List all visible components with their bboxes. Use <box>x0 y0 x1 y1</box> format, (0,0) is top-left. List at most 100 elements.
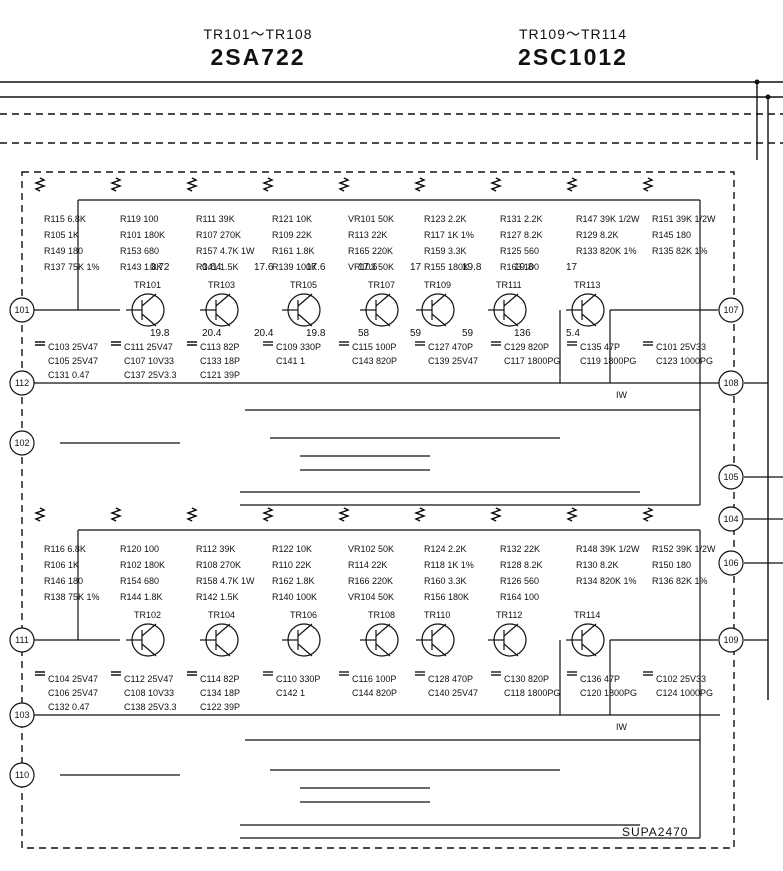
capacitor-label: C142 1 <box>276 688 305 698</box>
resistor <box>34 507 46 522</box>
capacitor-label: C118 1800PG <box>504 688 560 698</box>
transistor-tr108 <box>360 623 399 657</box>
voltage-reading-label: 19.8 <box>462 262 482 273</box>
resistor <box>642 507 654 522</box>
voltage-reading-label: 5.4 <box>566 328 580 339</box>
resistor-label: R108 270K <box>196 560 241 570</box>
capacitor-label: C129 820P <box>504 342 549 352</box>
resistor <box>186 177 198 192</box>
capacitor-label: C105 25V47 <box>48 356 98 366</box>
resistor <box>490 177 502 192</box>
resistor-label: R105 1K <box>44 230 79 240</box>
resistor-label: R118 1K 1% <box>424 560 474 570</box>
pad-label: 105 <box>723 472 738 482</box>
capacitor-label: C135 47P <box>580 342 620 352</box>
resistor-label: R132 22K <box>500 544 540 554</box>
pad-label: 107 <box>723 305 738 315</box>
transistor-tr104 <box>200 623 239 657</box>
resistor-label: R125 560 <box>500 246 539 256</box>
pad-107: 107 <box>718 297 744 323</box>
resistor-label: R153 680 <box>120 246 159 256</box>
resistor-label: R128 8.2K <box>500 560 543 570</box>
capacitor-label: C128 470P <box>428 674 473 684</box>
pad-108: 108 <box>718 370 744 396</box>
resistor-label: R120 100 <box>120 544 159 554</box>
resistor-label: R115 6.8K <box>44 214 86 224</box>
transistor-tr106 <box>282 623 321 657</box>
transistor-label: TR105 <box>290 280 317 290</box>
resistor <box>262 507 274 522</box>
resistor <box>186 507 198 522</box>
resistor <box>566 177 578 192</box>
resistor <box>338 177 350 192</box>
pad-label: 102 <box>14 438 29 448</box>
capacitor-label: C144 820P <box>352 688 397 698</box>
left-transistor-range: TR101～TR108 <box>203 26 313 42</box>
capacitor-label: C117 1800PG <box>504 356 560 366</box>
capacitor-label: C134 18P <box>200 688 240 698</box>
pad-110: 110 <box>9 762 35 788</box>
resistor-label: R166 220K <box>348 576 393 586</box>
transistor-tr107 <box>360 293 399 327</box>
capacitor-label: C133 18P <box>200 356 240 366</box>
capacitor <box>415 671 425 676</box>
pad-103: 103 <box>9 702 35 728</box>
board-wiring <box>0 79 783 849</box>
resistor-label: R165 220K <box>348 246 393 256</box>
resistor-label: R113 22K <box>348 230 387 240</box>
resistor-label: R147 39K 1/2W <box>576 214 640 224</box>
pad-111: 111 <box>9 627 35 653</box>
resistor-label: R161 1.8K <box>272 246 315 256</box>
voltage-reading-label: 19.8 <box>150 328 170 339</box>
resistor-label: R151 39K 1/2W <box>652 214 716 224</box>
capacitor <box>491 671 501 676</box>
resistor <box>414 507 426 522</box>
capacitor-label: C116 100P <box>352 674 396 684</box>
resistor-label: R145 180 <box>652 230 691 240</box>
wattage-note-label: IW <box>616 722 628 732</box>
resistor-label: R116 6.8K <box>44 544 86 554</box>
resistor-label: R137 75K 1% <box>44 262 100 272</box>
capacitor-label: C122 39P <box>200 702 240 712</box>
transistor-tr113 <box>566 293 605 327</box>
resistor-label: R149 180 <box>44 246 83 256</box>
capacitor-label: C139 25V47 <box>428 356 478 366</box>
resistor-label: R119 100 <box>120 214 158 224</box>
resistor-label: R163 100 <box>500 262 539 272</box>
resistor-label: R139 100K <box>272 262 317 272</box>
capacitor <box>35 341 45 346</box>
resistor-label: R152 39K 1/2W <box>652 544 716 554</box>
resistor <box>110 507 122 522</box>
capacitor-label: C127 470P <box>428 342 473 352</box>
resistor-label: R144 1.8K <box>120 592 163 602</box>
transistor-label: TR104 <box>208 610 235 620</box>
resistor-label: VR104 50K <box>348 592 394 602</box>
resistor-label: VR101 50K <box>348 214 394 224</box>
transistor-label: TR102 <box>134 610 161 620</box>
voltage-reading-label: 17.6 <box>358 262 378 273</box>
resistor-label: R157 4.7K 1W <box>196 246 255 256</box>
pad-112: 112 <box>9 370 35 396</box>
capacitor-label: C104 25V47 <box>48 674 98 684</box>
capacitor-label: C110 330P <box>276 674 320 684</box>
resistor <box>110 177 122 192</box>
capacitor-label: C107 10V33 <box>124 356 174 366</box>
resistor-label: R106 1K <box>44 560 79 570</box>
pad-101: 101 <box>9 297 35 323</box>
resistor-label: R129 8.2K <box>576 230 619 240</box>
transistor-tr105 <box>282 293 321 327</box>
pad-label: 108 <box>723 378 738 388</box>
resistor-label: R123 2.2K <box>424 214 467 224</box>
resistor-label: R126 560 <box>500 576 539 586</box>
capacitor-label: C121 39P <box>200 370 240 380</box>
capacitor-label: C101 25V33 <box>656 342 706 352</box>
voltage-reading-label: 59 <box>462 328 474 339</box>
resistor-label: R111 39K <box>196 214 235 224</box>
voltage-reading-label: 17.6 <box>306 262 326 273</box>
resistor-label: R150 180 <box>652 560 691 570</box>
resistor-label: R136 82K 1% <box>652 576 708 586</box>
pad-label: 110 <box>15 770 29 780</box>
pad-label: 101 <box>14 305 29 315</box>
resistor-label: R124 2.2K <box>424 544 467 554</box>
